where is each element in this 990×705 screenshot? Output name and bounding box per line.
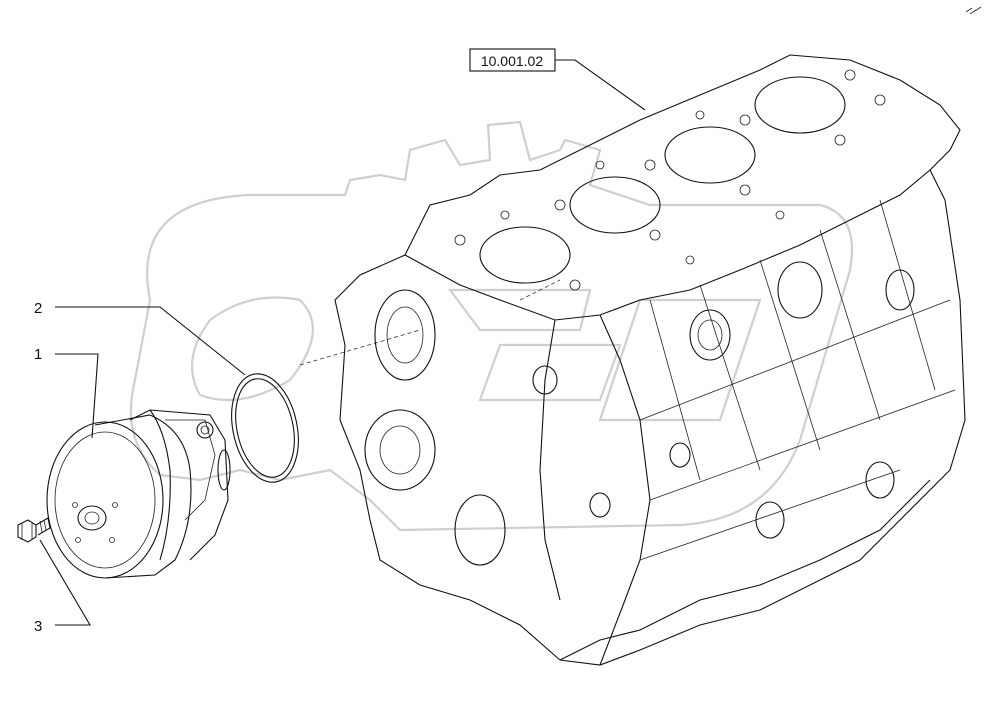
callout-3: 3 [34, 618, 42, 635]
water-pump [46, 409, 231, 579]
callout-1: 1 [34, 346, 42, 363]
corner-mark [965, 6, 982, 15]
leader-line-ref [555, 59, 646, 111]
watermark-logo [129, 120, 854, 532]
gasket-ring [231, 373, 299, 483]
leader-lines [39, 59, 646, 626]
callout-2: 2 [34, 300, 42, 317]
leader-line-1 [55, 353, 99, 439]
leader-line-3 [39, 539, 91, 626]
reference-box [469, 48, 556, 72]
bolt [17, 517, 51, 543]
leader-line-2 [55, 306, 246, 376]
reference-label: 10.001.02 [481, 53, 543, 69]
engine-block [299, 54, 966, 666]
